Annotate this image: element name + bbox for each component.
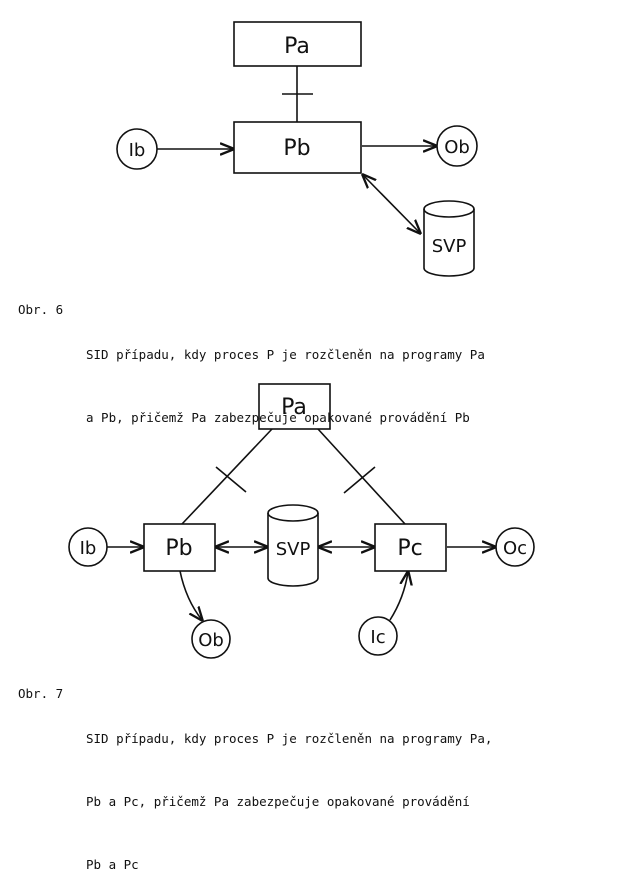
- diagram-canvas: Pa Pb Ib Ob SVP: [68, 21, 535, 659]
- fig7-pa-pc-link: [317, 428, 406, 525]
- fig6-ib-label: Ib: [129, 140, 146, 161]
- fig7-pb-repeat-tick: [215, 466, 247, 493]
- fig7-diagram: [68, 383, 535, 659]
- fig7-pa-label: Pa: [281, 395, 307, 420]
- fig7-svp-label: SVP: [276, 539, 311, 560]
- fig6-ob-label: Ob: [444, 137, 470, 158]
- fig7-pa-box: [258, 383, 331, 430]
- fig7-caption-line1: SID případu, kdy proces P je rozčleněn n…: [86, 731, 493, 746]
- fig6-diagram: [116, 21, 478, 277]
- fig7-ic-label: Ic: [370, 627, 385, 648]
- fig6-caption: SID případu, kdy proces P je rozčleněn n…: [86, 302, 485, 449]
- fig6-pb-svp-arrow: [363, 175, 420, 233]
- fig6-pb-label: Pb: [283, 136, 310, 161]
- fig7-svp-cylinder: [267, 504, 319, 587]
- fig7-ob-circle: [191, 619, 231, 659]
- fig7-caption-line2: Pb a Pc, přičemž Pa zabezpečuje opakovan…: [86, 794, 470, 809]
- fig7-ic-arrow: [389, 572, 408, 621]
- fig6-caption-line2: a Pb, přičemž Pa zabezpečuje opakované p…: [86, 410, 470, 425]
- fig7-pb-label: Pb: [165, 536, 192, 561]
- fig6-svp-cylinder: [423, 200, 475, 277]
- fig7-oc-label: Oc: [503, 538, 527, 559]
- fig7-ob-arrow: [179, 570, 202, 620]
- fig7-ic-circle: [358, 616, 398, 656]
- fig7-caption: SID případu, kdy proces P je rozčleněn n…: [86, 686, 492, 896]
- fig6-svp-label: SVP: [432, 236, 467, 257]
- fig7-pc-repeat-tick: [343, 466, 376, 494]
- fig7-caption-label: Obr. 7: [18, 686, 64, 701]
- fig6-pa-label: Pa: [284, 34, 310, 59]
- fig6-caption-line1: SID případu, kdy proces P je rozčleněn n…: [86, 347, 485, 362]
- fig6-caption-label: Obr. 6: [18, 302, 64, 317]
- fig7-ob-label: Ob: [198, 630, 224, 651]
- fig7-caption-line3: Pb a Pc: [86, 857, 139, 872]
- fig6-labels: Pa Pb Ib Ob SVP: [129, 34, 470, 257]
- fig7-labels: Pa Pb Pc Ib SVP Oc Ob Ic: [80, 395, 527, 651]
- fig7-ib-label: Ib: [80, 538, 97, 559]
- fig7-pc-label: Pc: [397, 536, 422, 561]
